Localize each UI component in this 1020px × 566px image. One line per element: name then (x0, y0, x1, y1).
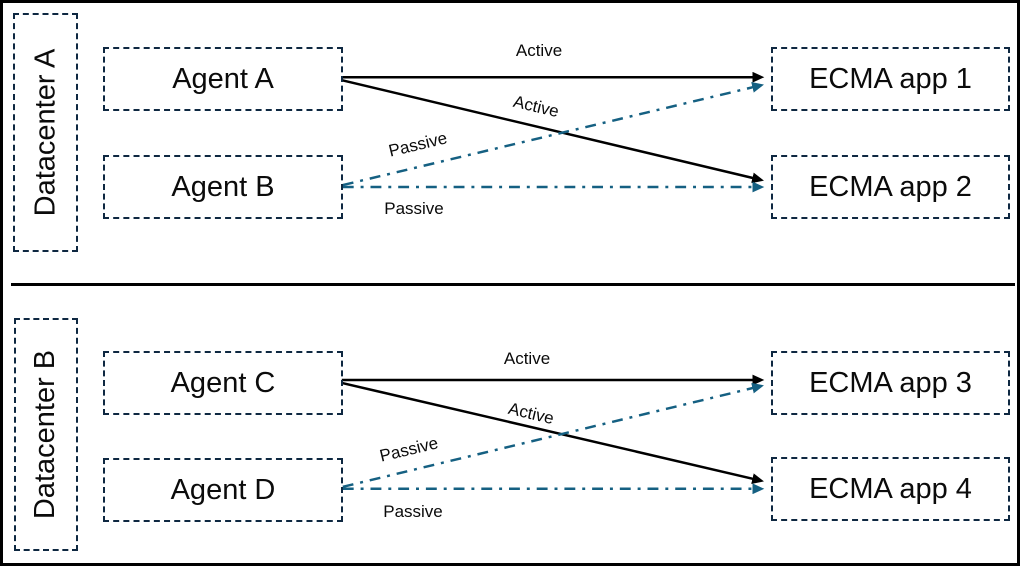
agent-a-label: Agent A (172, 62, 274, 95)
agent-c-node: Agent C (103, 351, 343, 415)
ecma-app-3-label: ECMA app 3 (809, 366, 972, 399)
connection-label-passive-b-app1: Passive (386, 128, 450, 161)
passive-arrow-agent-d-to-app3 (342, 382, 764, 489)
connection-label-active-a-app2: Active (511, 91, 561, 122)
connection-label-active-a-app1: Active (515, 41, 563, 60)
connection-label-active-c-app3: Active (503, 349, 551, 368)
connection-label-passive-d-app4: Passive (383, 502, 443, 521)
agent-a-node: Agent A (103, 47, 343, 111)
agent-d-node: Agent D (103, 458, 343, 522)
ecma-app-4-label: ECMA app 4 (809, 472, 972, 505)
section-divider-line (11, 283, 1015, 286)
connection-label-passive-d-app3: Passive (377, 433, 441, 466)
connection-label-passive-b-app2: Passive (384, 199, 444, 218)
ecma-app-3-node: ECMA app 3 (771, 351, 1010, 415)
connection-label-active-c-app4: Active (506, 398, 556, 429)
active-arrow-agent-c-to-app4 (341, 381, 764, 484)
datacenter-b-box: Datacenter B (14, 318, 78, 551)
datacenter-b-label: Datacenter B (29, 349, 62, 520)
ecma-app-1-label: ECMA app 1 (809, 62, 972, 95)
ecma-app-4-node: ECMA app 4 (771, 457, 1010, 521)
ecma-app-2-label: ECMA app 2 (809, 170, 972, 203)
datacenter-a-box: Datacenter A (13, 13, 78, 252)
agent-d-label: Agent D (170, 473, 276, 506)
ecma-app-1-node: ECMA app 1 (771, 47, 1010, 111)
datacenter-a-label: Datacenter A (29, 48, 61, 217)
agent-b-label: Agent B (171, 170, 275, 203)
ecma-app-2-node: ECMA app 2 (771, 155, 1010, 219)
agent-b-node: Agent B (103, 155, 343, 219)
active-arrow-agent-a-to-app2 (341, 78, 764, 184)
agent-c-label: Agent C (170, 366, 276, 399)
